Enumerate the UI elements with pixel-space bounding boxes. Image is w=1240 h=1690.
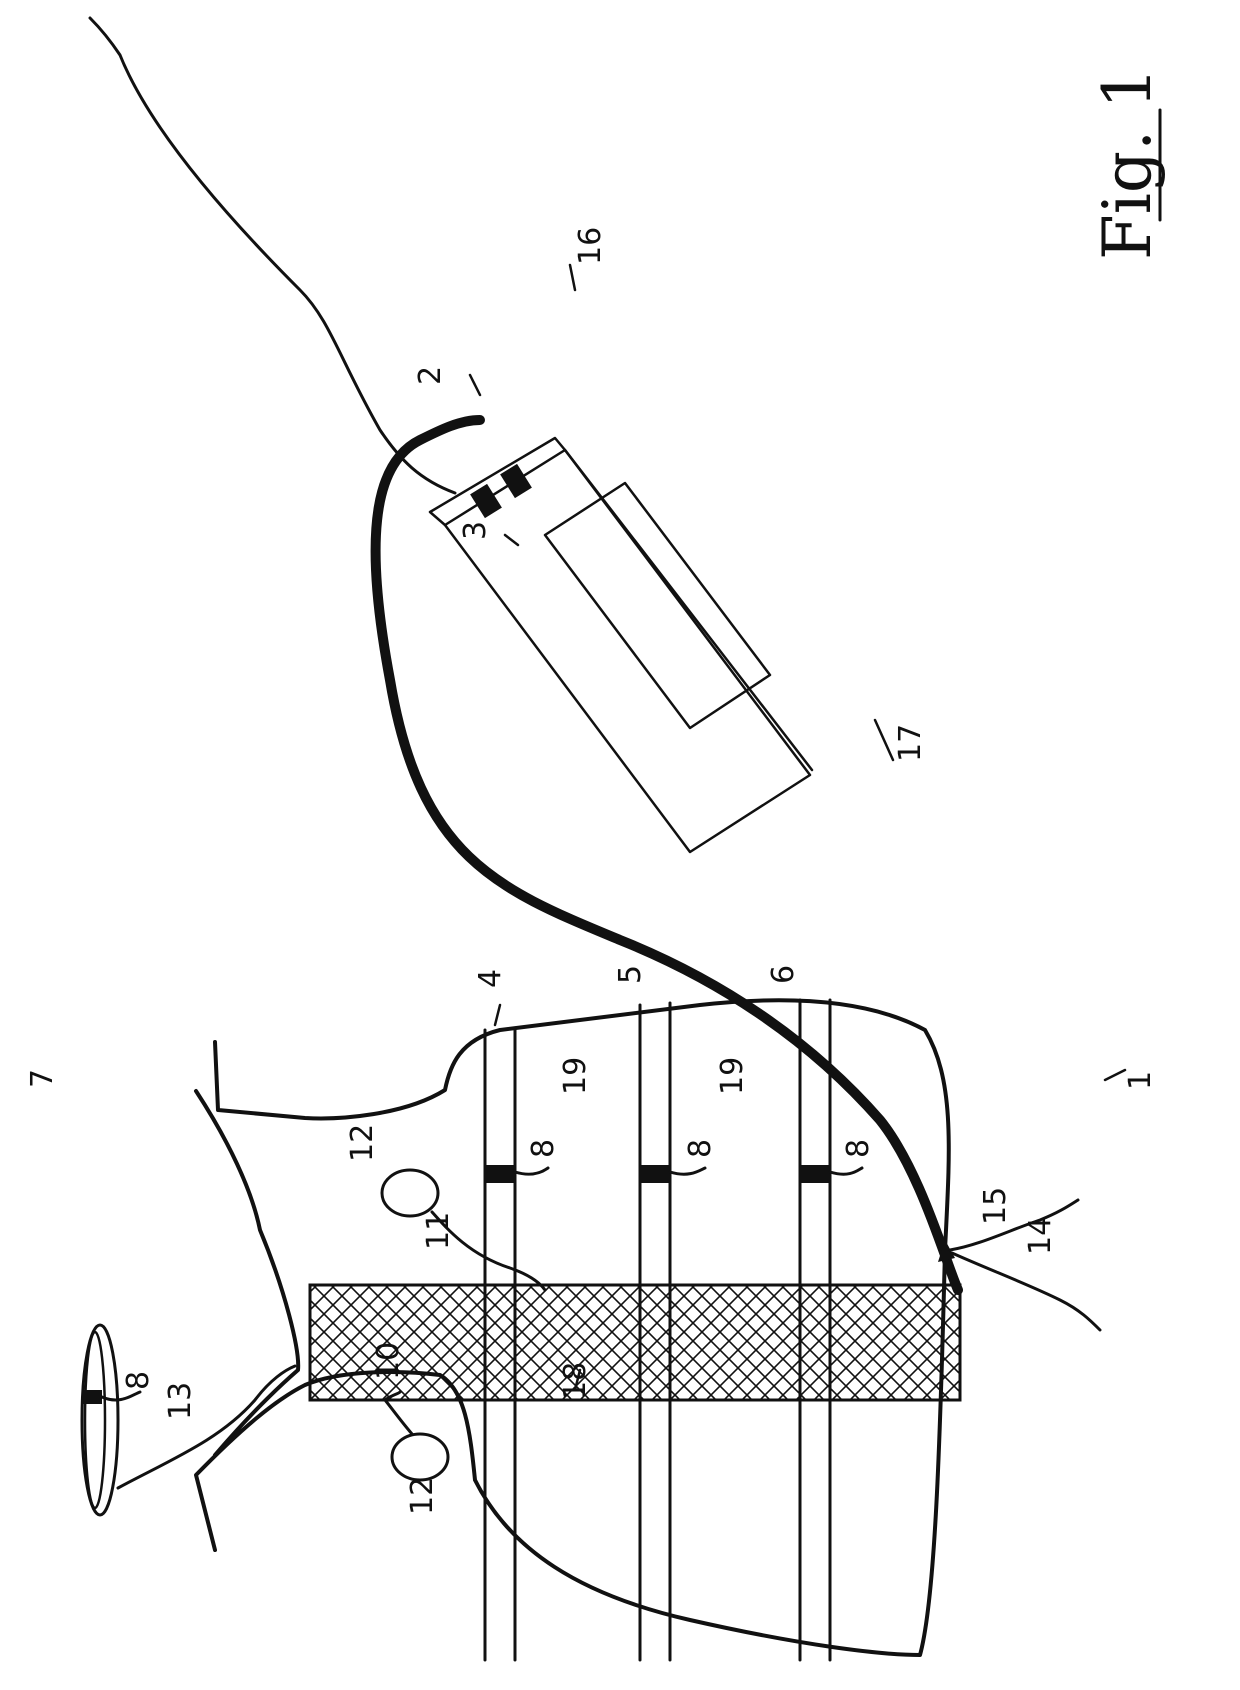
label-branch-lead: 14 (1023, 1217, 1058, 1255)
connector-ring (82, 1390, 102, 1404)
label-control-cable: 16 (573, 227, 608, 265)
label-display: 17 (893, 724, 928, 762)
closure-strip (310, 1285, 960, 1400)
label-zone-lower: 19 (715, 1057, 750, 1095)
label-ring-lead: 13 (163, 1382, 198, 1420)
label-connector-ring: 8 (121, 1371, 156, 1390)
label-control-unit: 3 (458, 521, 493, 540)
branch-lead (950, 1200, 1078, 1250)
port-1 (470, 484, 502, 518)
label-band-upper: 4 (473, 969, 508, 988)
svg-text:Fig. 1: Fig. 1 (1089, 67, 1166, 260)
label-electrode-right: 12 (345, 1124, 380, 1162)
label-lead-right: 11 (421, 1212, 456, 1250)
electrode-right (382, 1170, 438, 1216)
label-band-lower: 6 (766, 965, 801, 984)
label-connector-upper: 8 (526, 1139, 561, 1158)
head-ring-inner (85, 1332, 105, 1508)
label-band-middle: 5 (613, 965, 648, 984)
label-connector-middle: 8 (683, 1139, 718, 1158)
label-zone-upper: 19 (558, 1057, 593, 1095)
label-cable-main: 2 (413, 366, 448, 385)
control-unit (445, 450, 810, 852)
control-cable (90, 18, 455, 493)
label-junction: 15 (978, 1187, 1013, 1225)
label-vest: 1 (1123, 1071, 1158, 1090)
label-connector-lower: 8 (841, 1139, 876, 1158)
figure-label: Fig. 1 (1089, 67, 1166, 260)
connector-middle (640, 1165, 670, 1183)
label-closure-strip: 18 (558, 1362, 593, 1400)
electrode-left (392, 1434, 448, 1480)
label-electrode-left: 12 (405, 1477, 440, 1515)
connector-upper (485, 1165, 515, 1183)
connector-lower (800, 1165, 830, 1183)
label-lead-left: 10 (371, 1342, 406, 1380)
label-head-ring: 7 (25, 1069, 60, 1088)
